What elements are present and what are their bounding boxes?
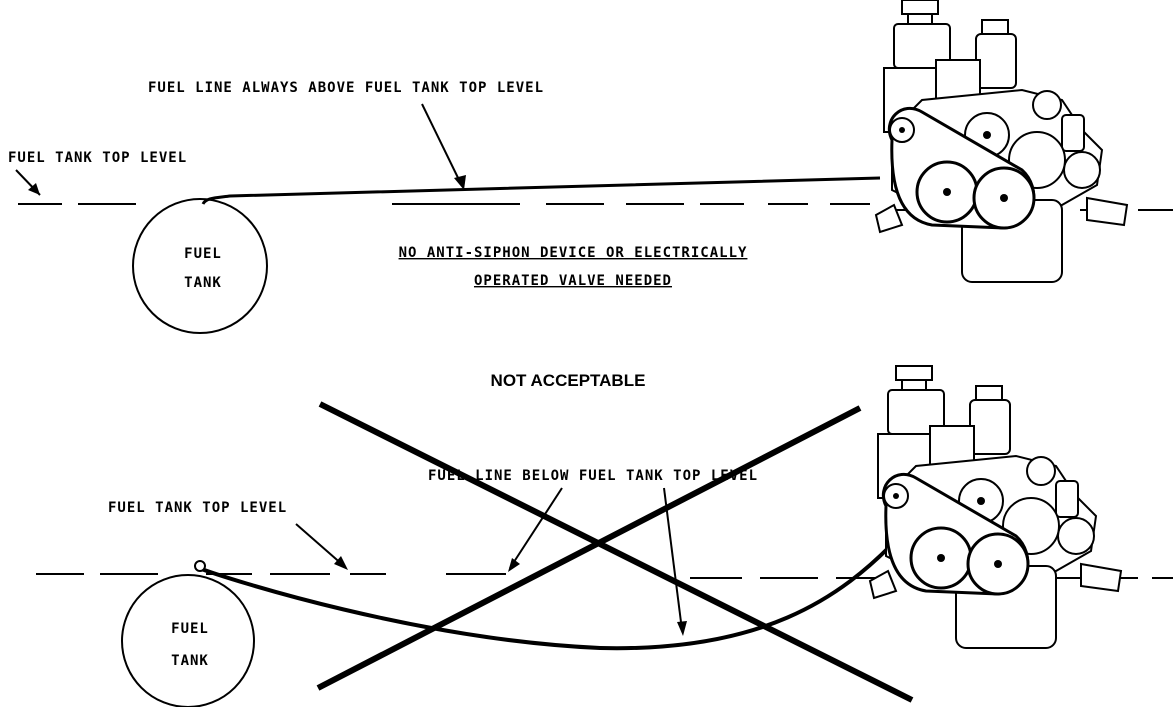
bottom-tank-label-line2: TANK [171,653,209,669]
top-tank-top-label: FUEL TANK TOP LEVEL [8,150,187,166]
top-note-line1: NO ANTI-SIPHON DEVICE OR ELECTRICALLY [399,245,748,261]
bottom-fuel-tank [121,574,255,707]
bottom-panel: NOT ACCEPTABLE FUEL TANK FUEL TANK TOP L… [36,364,1173,707]
bottom-fuel-line-arrow-2 [663,487,683,631]
top-tank-label-line1: FUEL [184,246,222,262]
top-fuel-line-label: FUEL LINE ALWAYS ABOVE FUEL TANK TOP LEV… [148,80,544,96]
bottom-engine-illustration [868,364,1123,650]
top-fuel-line [201,176,881,205]
bottom-fuel-line-arrow-1 [509,487,563,569]
bottom-fuel-line-label: FUEL LINE BELOW FUEL TANK TOP LEVEL [428,468,758,484]
top-panel: FUEL TANK FUEL TANK TOP LEVEL FUEL LINE … [8,0,1173,334]
bottom-fuel-line [195,534,902,651]
bottom-tank-top-label: FUEL TANK TOP LEVEL [108,500,287,516]
top-tank-label-line2: TANK [184,275,222,291]
top-fuel-line-arrow [421,103,463,187]
top-note-line2: OPERATED VALVE NEEDED [474,273,672,289]
reject-cross-stroke-1 [318,401,914,703]
top-engine-illustration [874,0,1129,284]
bottom-tank-top-arrow [295,523,345,567]
not-acceptable-heading: NOT ACCEPTABLE [491,371,646,390]
top-fuel-tank [132,198,268,334]
bottom-tank-label-line1: FUEL [171,621,209,637]
reject-cross-stroke-2 [316,405,862,691]
